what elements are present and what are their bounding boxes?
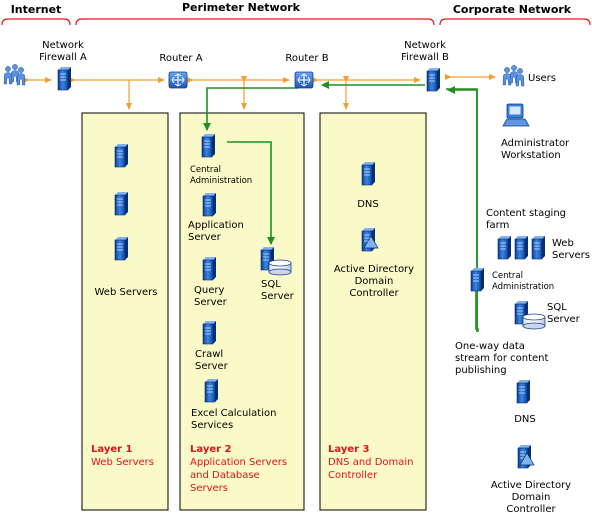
staging-central-admin-icon [470, 267, 485, 292]
stream-label-2: stream for content [455, 353, 549, 364]
dns-server-icon [361, 161, 376, 186]
router-a-label: Router A [159, 53, 202, 64]
staging-domain-controller-icon [517, 444, 535, 469]
layer2-box [179, 112, 305, 511]
layer2-title: Layer 2 [190, 444, 232, 455]
query-server-label-2: Server [194, 297, 228, 308]
staging-dns-label: DNS [514, 414, 536, 425]
staging-stream-line [447, 86, 478, 329]
layer2-subtitle-3: Servers [190, 483, 228, 494]
staging-web-servers-label-2: Servers [552, 250, 590, 261]
sql-server-label-1: SQL [261, 279, 281, 290]
firewall-b-icon [426, 67, 441, 92]
zone-corporate-label: Corporate Network [453, 3, 572, 16]
firewall-b-label-2: Firewall B [401, 52, 449, 63]
staging-web-server-icon [531, 235, 546, 260]
staging-farm-label-1: Content staging [486, 208, 566, 219]
web-server-icon [114, 236, 129, 261]
application-server-label-2: Server [188, 232, 222, 243]
web-server-icon [114, 143, 129, 168]
staging-dns-server-icon [516, 379, 531, 404]
staging-ad-label-3: Controller [506, 504, 556, 515]
query-server-label-1: Query [194, 285, 224, 296]
central-admin-label-2: Administration [190, 176, 252, 186]
web-server-icon [114, 191, 129, 216]
staging-sql-label-2: Server [547, 314, 581, 325]
one-way-stream [203, 81, 479, 332]
layer3-ad-label-3: Controller [349, 288, 399, 299]
staging-ad-label-2: Domain [512, 492, 551, 503]
layer3-title: Layer 3 [328, 444, 370, 455]
staging-web-server-icon [514, 235, 529, 260]
users-label: Users [528, 73, 556, 84]
staging-web-server-icon [497, 235, 512, 260]
internet-users-icon [3, 64, 26, 86]
zone-internet-label: Internet [11, 3, 62, 16]
firewall-b-label-1: Network [404, 40, 446, 51]
router-b-label: Router B [285, 53, 328, 64]
layer1-subtitle-1: Web Servers [91, 457, 154, 468]
firewall-a-label-2: Firewall A [39, 52, 87, 63]
crawl-server-label-1: Crawl [195, 349, 223, 360]
layer1-web-servers-label: Web Servers [95, 287, 158, 298]
admin-workstation-label-2: Workstation [501, 150, 561, 161]
layer1-box [81, 112, 169, 511]
domain-controller-icon [361, 227, 379, 252]
layer3-ad-label-1: Active Directory [334, 264, 414, 275]
layer2-subtitle-1: Application Servers [190, 457, 287, 468]
firewall-a-icon [57, 66, 72, 91]
central-admin-label-1: Central [190, 165, 221, 175]
staging-web-servers-label-1: Web [552, 238, 574, 249]
zone-perimeter-label: Perimeter Network [182, 1, 301, 14]
excel-services-label-1: Excel Calculation [191, 408, 276, 419]
layer3-subtitle-1: DNS and Domain [328, 457, 414, 468]
staging-central-admin-label-1: Central [492, 271, 523, 281]
staging-central-admin-label-2: Administration [492, 282, 554, 292]
excel-services-label-2: Services [191, 420, 233, 431]
crawl-server-label-2: Server [195, 361, 229, 372]
excel-services-server-icon [204, 378, 219, 403]
corporate-users-icon [502, 65, 525, 87]
firewall-a-label-1: Network [42, 40, 84, 51]
layer3-ad-label-2: Domain [355, 276, 394, 287]
staging-database-icon [522, 313, 546, 330]
query-server-icon [202, 256, 217, 281]
router-a-icon [168, 71, 188, 89]
staging-farm-label-2: farm [486, 220, 509, 231]
crawl-server-icon [202, 320, 217, 345]
router-b-icon [294, 71, 314, 89]
workstation-icon [502, 103, 530, 127]
database-icon [268, 259, 292, 276]
staging-ad-label-1: Active Directory [491, 480, 571, 491]
layer3-dns-label: DNS [357, 199, 379, 210]
zone-brackets [1, 18, 591, 26]
layer3-subtitle-2: Controller [328, 470, 378, 481]
application-server-icon [202, 192, 217, 217]
layer1-title: Layer 1 [91, 444, 133, 455]
network-links [23, 74, 496, 110]
staging-sql-label-1: SQL [547, 302, 567, 313]
stream-label-3: publishing [455, 365, 507, 376]
stream-label-1: One-way data [455, 341, 525, 352]
layer2-subtitle-2: and Database [190, 470, 260, 481]
central-admin-server-icon [201, 133, 216, 158]
admin-workstation-label-1: Administrator [501, 138, 570, 149]
sql-server-label-2: Server [261, 291, 295, 302]
application-server-label-1: Application [188, 220, 244, 231]
